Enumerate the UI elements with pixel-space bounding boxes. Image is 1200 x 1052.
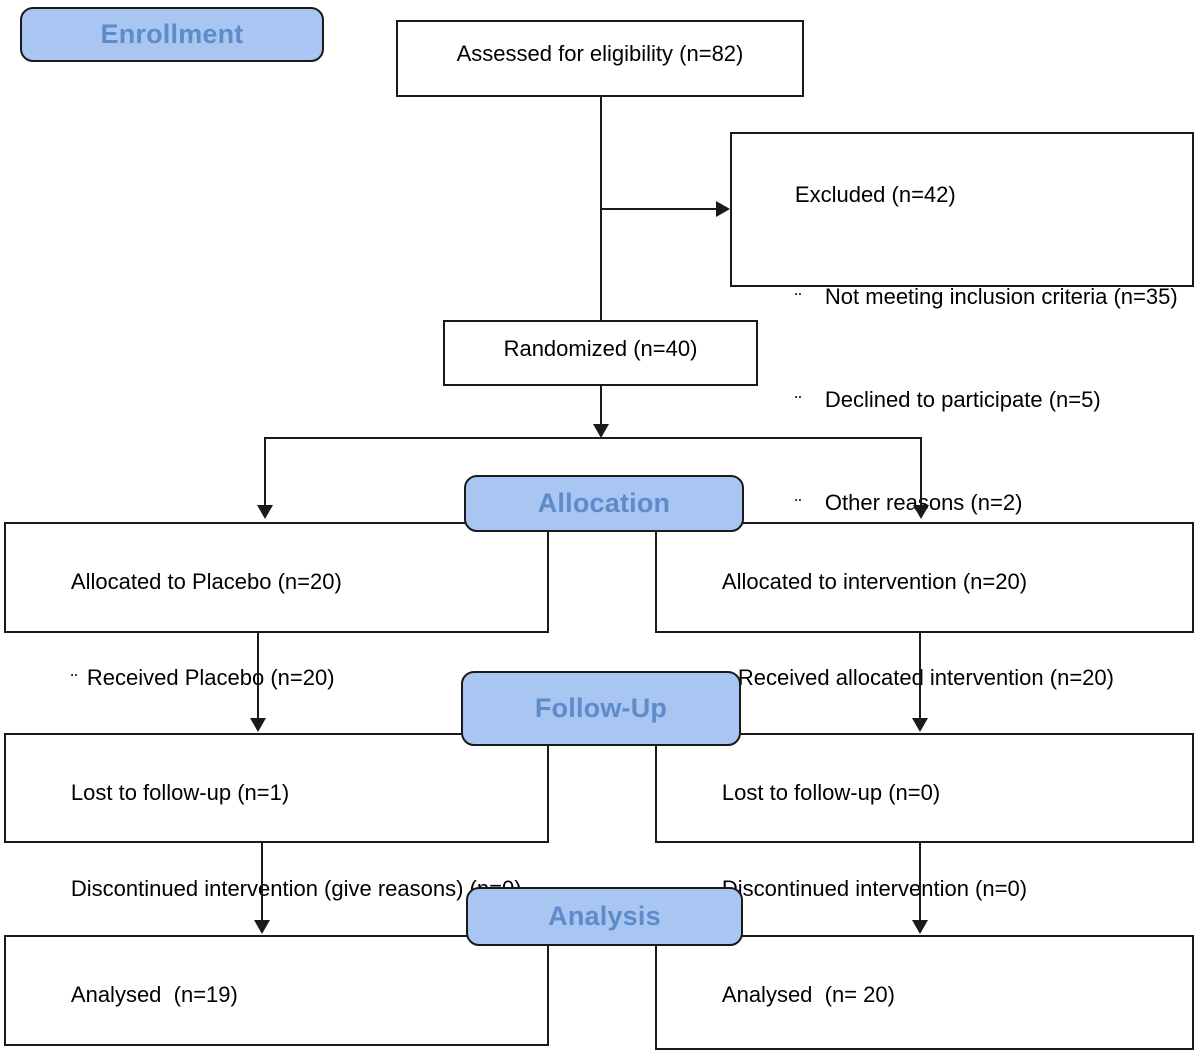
connector-followup-analysis-right xyxy=(919,843,921,920)
analysis-right-box: Analysed (n= 20) ¨Excluded from analysis… xyxy=(655,935,1194,1050)
analysis-left-item: ¨Excluded from analysis (give reasons) (… xyxy=(22,1043,531,1052)
connector-branch-horizontal xyxy=(264,437,922,439)
followup-right-line2: Discontinued intervention (n=0) xyxy=(721,876,1028,901)
arrowhead-branch xyxy=(593,424,609,438)
allocation-right-item: ¨Received allocated intervention (n=20) xyxy=(673,630,1176,727)
bullet-mark: ¨ xyxy=(70,671,78,693)
followup-left-line1: Lost to follow-up (n=1) xyxy=(70,780,290,805)
arrowhead-allocation-left xyxy=(257,505,273,519)
excluded-title: Excluded (n=42) xyxy=(794,182,956,207)
bullet-mark: ¨ xyxy=(794,290,802,312)
arrowhead-allocation-right xyxy=(913,505,929,519)
connector-branch-left xyxy=(264,437,266,505)
excluded-item: ¨Not meeting inclusion criteria (n=35) xyxy=(746,246,1178,349)
arrowhead-analysis-left xyxy=(254,920,270,934)
followup-right-line1: Lost to follow-up (n=0) xyxy=(721,780,941,805)
arrowhead-excluded xyxy=(716,201,730,217)
stage-label-followup: Follow-Up xyxy=(461,671,741,746)
bullet-mark: ¨ xyxy=(794,393,802,415)
stage-label-analysis: Analysis xyxy=(466,887,743,946)
allocation-left-box: Allocated to Placebo (n=20) ¨Received Pl… xyxy=(4,522,549,693)
stage-label-allocation: Allocation xyxy=(464,475,744,532)
followup-left-box: Lost to follow-up (n=1) Discontinued int… xyxy=(4,733,549,901)
connector-randomized-branch xyxy=(600,386,602,426)
arrowhead-analysis-right xyxy=(912,920,928,934)
arrowhead-followup-left xyxy=(250,718,266,732)
connector-to-excluded xyxy=(600,208,716,210)
randomized-text: Randomized (n=40) xyxy=(503,336,698,361)
stage-label-enrollment: Enrollment xyxy=(20,7,324,62)
allocation-right-title: Allocated to intervention (n=20) xyxy=(721,569,1028,594)
connector-allocation-followup-left xyxy=(257,633,259,718)
assessed-box: Assessed for eligibility (n=82) xyxy=(396,20,804,97)
analysis-left-box: Analysed (n=19) ¨Excluded from analysis … xyxy=(4,935,549,1046)
followup-left-line2: Discontinued intervention (give reasons)… xyxy=(70,876,522,901)
analysis-left-title: Analysed (n=19) xyxy=(70,982,238,1007)
assessed-text: Assessed for eligibility (n=82) xyxy=(456,40,744,66)
analysis-right-title: Analysed (n= 20) xyxy=(721,982,895,1007)
excluded-box: Excluded (n=42) ¨Not meeting inclusion c… xyxy=(730,132,1194,518)
followup-right-box: Lost to follow-up (n=0) Discontinued int… xyxy=(655,733,1194,901)
connector-branch-right xyxy=(920,437,922,505)
connector-followup-analysis-left xyxy=(261,843,263,920)
allocation-left-title: Allocated to Placebo (n=20) xyxy=(70,569,342,594)
bullet-mark: ¨ xyxy=(794,496,802,518)
excluded-item: ¨Declined to participate (n=5) xyxy=(746,349,1178,452)
allocation-left-item: ¨Received Placebo (n=20) xyxy=(22,630,531,727)
randomized-box: Randomized (n=40) xyxy=(443,320,758,386)
analysis-right-item: ¨Excluded from analysis (give reasons) (… xyxy=(673,1043,1176,1052)
arrowhead-followup-right xyxy=(912,718,928,732)
allocation-right-box: Allocated to intervention (n=20) ¨Receiv… xyxy=(655,522,1194,693)
excluded-item: ¨Other reasons (n=2) xyxy=(746,452,1178,555)
connector-allocation-followup-right xyxy=(919,633,921,718)
